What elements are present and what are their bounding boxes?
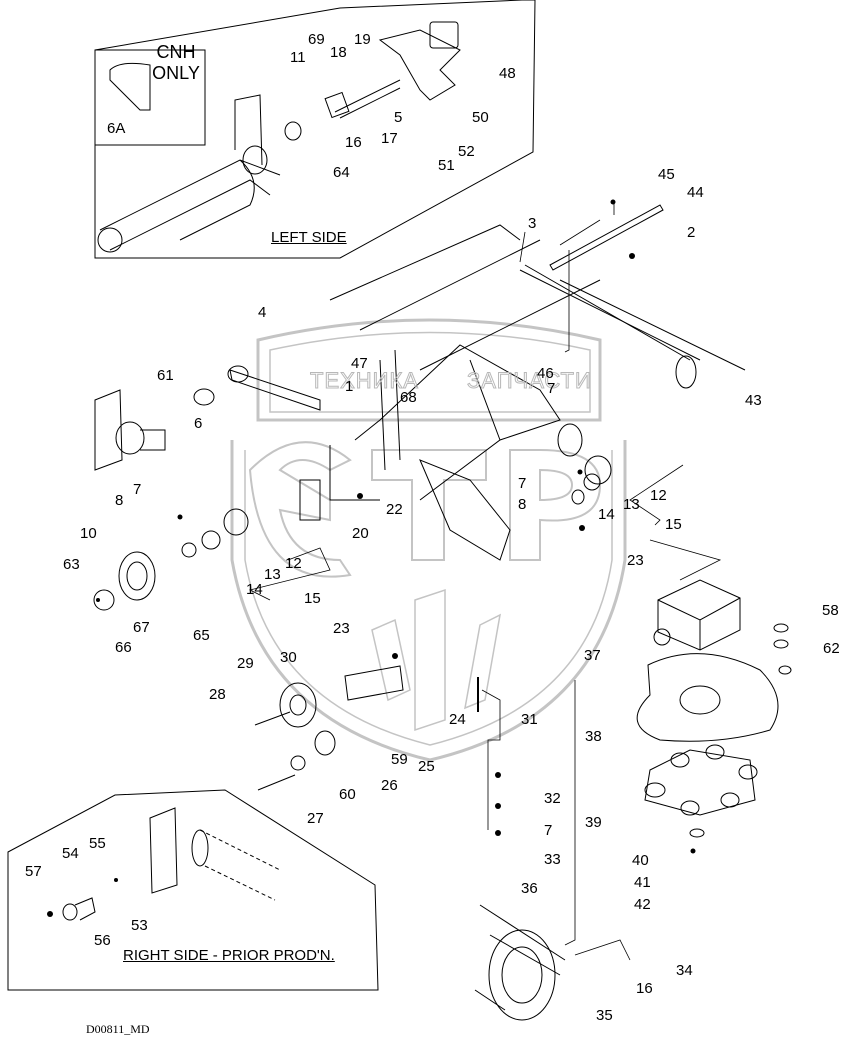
callout-46[interactable]: 46 — [537, 365, 554, 382]
callout-8-left[interactable]: 8 — [115, 492, 124, 509]
callout-15-left[interactable]: 15 — [304, 590, 321, 607]
callout-6A[interactable]: 6A — [107, 120, 126, 137]
callout-23-lower[interactable]: 23 — [333, 620, 350, 637]
callout-24[interactable]: 24 — [449, 711, 466, 728]
callout-54[interactable]: 54 — [62, 845, 79, 862]
callout-29[interactable]: 29 — [237, 655, 254, 672]
callout-11[interactable]: 11 — [290, 49, 306, 66]
callout-19[interactable]: 19 — [354, 31, 371, 48]
callout-2[interactable]: 2 — [687, 224, 696, 241]
callout-40[interactable]: 40 — [632, 852, 649, 869]
callout-58[interactable]: 58 — [822, 602, 839, 619]
callout-17[interactable]: 17 — [381, 130, 398, 147]
callout-1[interactable]: 1 — [345, 378, 354, 395]
callout-18[interactable]: 18 — [330, 44, 347, 61]
callout-55[interactable]: 55 — [89, 835, 106, 852]
callout-48[interactable]: 48 — [499, 65, 516, 82]
callout-15-right[interactable]: 15 — [665, 516, 682, 533]
callout-30[interactable]: 30 — [280, 649, 297, 666]
callout-7-lower[interactable]: 7 — [544, 822, 553, 839]
callout-12-right[interactable]: 12 — [650, 487, 667, 504]
callout-33[interactable]: 33 — [544, 851, 561, 868]
cnh-only-note: CNH ONLY — [152, 42, 200, 83]
callout-7-right[interactable]: 7 — [518, 475, 527, 492]
callout-7-left[interactable]: 7 — [133, 481, 142, 498]
callout-64[interactable]: 64 — [333, 164, 350, 181]
callout-57[interactable]: 57 — [25, 863, 42, 880]
callout-60[interactable]: 60 — [339, 786, 356, 803]
callout-31[interactable]: 31 — [521, 711, 538, 728]
callout-37[interactable]: 37 — [584, 647, 601, 664]
callout-12-left[interactable]: 12 — [285, 555, 302, 572]
callout-63[interactable]: 63 — [63, 556, 80, 573]
callout-65[interactable]: 65 — [193, 627, 210, 644]
callout-4[interactable]: 4 — [258, 304, 267, 321]
callout-32[interactable]: 32 — [544, 790, 561, 807]
callout-16[interactable]: 16 — [345, 134, 362, 151]
callout-43[interactable]: 43 — [745, 392, 762, 409]
callout-3[interactable]: 3 — [528, 215, 537, 232]
right-side-caption: RIGHT SIDE - PRIOR PROD'N. — [123, 947, 335, 964]
callout-41[interactable]: 41 — [634, 874, 651, 891]
watermark-text-right: ЗАПЧАСТИ — [467, 368, 592, 394]
callout-56[interactable]: 56 — [94, 932, 111, 949]
left-side-caption: LEFT SIDE — [271, 229, 347, 246]
callout-44[interactable]: 44 — [687, 184, 704, 201]
drawing-id: D00811_MD — [86, 1022, 150, 1036]
callout-69[interactable]: 69 — [308, 31, 325, 48]
callout-62[interactable]: 62 — [823, 640, 840, 657]
callout-53[interactable]: 53 — [131, 917, 148, 934]
callout-20[interactable]: 20 — [352, 525, 369, 542]
callout-39[interactable]: 39 — [585, 814, 602, 831]
callout-47[interactable]: 47 — [351, 355, 368, 372]
callout-61[interactable]: 61 — [157, 367, 174, 384]
callout-7-top[interactable]: 7 — [547, 380, 556, 397]
callout-13-left[interactable]: 13 — [264, 566, 281, 583]
callout-68[interactable]: 68 — [400, 389, 417, 406]
callout-6[interactable]: 6 — [194, 415, 203, 432]
callout-50[interactable]: 50 — [472, 109, 489, 126]
callout-25[interactable]: 25 — [418, 758, 435, 775]
callout-42[interactable]: 42 — [634, 896, 651, 913]
callout-35[interactable]: 35 — [596, 1007, 613, 1024]
callout-8-right[interactable]: 8 — [518, 496, 527, 513]
callout-66[interactable]: 66 — [115, 639, 132, 656]
callout-52[interactable]: 52 — [458, 143, 475, 160]
callout-23-right[interactable]: 23 — [627, 552, 644, 569]
callout-22[interactable]: 22 — [386, 501, 403, 518]
callout-36[interactable]: 36 — [521, 880, 538, 897]
callout-34[interactable]: 34 — [676, 962, 693, 979]
callout-13-right[interactable]: 13 — [623, 496, 640, 513]
cnh-only-subinset — [94, 49, 206, 146]
inset-right-frame — [7, 789, 379, 991]
callout-14-right[interactable]: 14 — [598, 506, 615, 523]
callout-27[interactable]: 27 — [307, 810, 324, 827]
callout-5[interactable]: 5 — [394, 109, 403, 126]
callout-28[interactable]: 28 — [209, 686, 226, 703]
callout-14-left[interactable]: 14 — [246, 581, 263, 598]
callout-45[interactable]: 45 — [658, 166, 675, 183]
callout-16-lower[interactable]: 16 — [636, 980, 653, 997]
callout-10[interactable]: 10 — [80, 525, 97, 542]
callout-38[interactable]: 38 — [585, 728, 602, 745]
callout-59[interactable]: 59 — [391, 751, 408, 768]
callout-51[interactable]: 51 — [438, 157, 455, 174]
watermark-text-left: ТЕХНИКА — [310, 368, 419, 394]
inset-left-frame — [94, 0, 536, 259]
callout-67[interactable]: 67 — [133, 619, 150, 636]
watermark-logo — [230, 318, 627, 762]
callout-26[interactable]: 26 — [381, 777, 398, 794]
